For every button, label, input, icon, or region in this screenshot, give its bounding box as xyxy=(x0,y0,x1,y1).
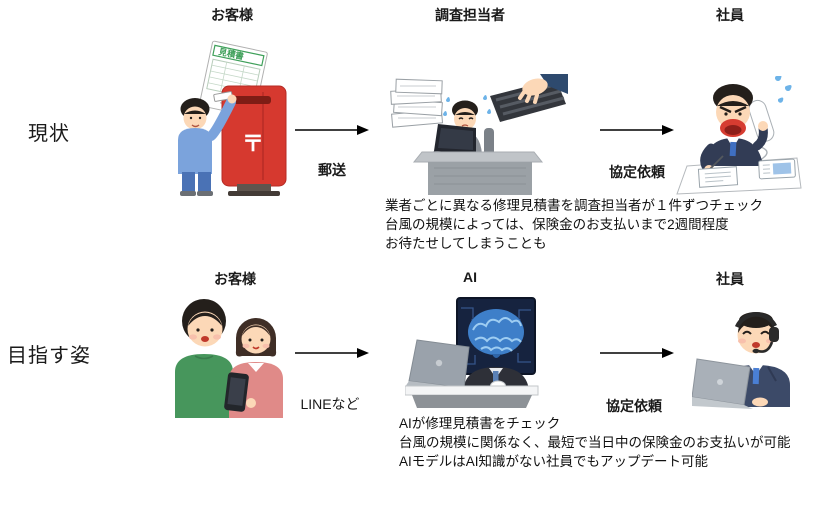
customer-person xyxy=(178,94,237,196)
caption-line: AIモデルはAI知識がない社員でもアップデート可能 xyxy=(399,454,709,469)
flow-arrow-line-app xyxy=(295,348,369,358)
current-state-caption: 業者ごとに異なる修理見積書を調査担当者が１件ずつチェック 台風の規模によっては、… xyxy=(385,196,763,253)
ai-brain-desk-illustration xyxy=(405,297,539,408)
investigator-overworked-illustration xyxy=(390,74,568,195)
document-on-desk-icon xyxy=(697,166,739,188)
angry-employee-phone-illustration xyxy=(676,76,802,195)
target-state-caption: AIが修理見積書をチェック 台風の規模に関係なく、最短で当日中の保険金のお支払い… xyxy=(399,414,791,471)
desk-icon xyxy=(412,151,544,195)
headset-icon xyxy=(734,312,779,354)
postbox-mark: 〒 xyxy=(242,131,264,156)
laptop-icon xyxy=(692,358,768,409)
flow-arrow-mail xyxy=(295,125,369,135)
col-label-ai: AI xyxy=(463,269,477,285)
col-label-employee-target: 社員 xyxy=(716,271,744,287)
arrow-label-line-app: LINEなど xyxy=(300,396,360,412)
col-label-customer-current: お客様 xyxy=(211,7,253,23)
desk-icon xyxy=(405,385,539,408)
angry-employee-person xyxy=(700,84,768,175)
flow-arrow-agreement-target xyxy=(600,348,674,358)
col-label-employee-current: 社員 xyxy=(716,7,744,23)
arrow-label-agreement-target: 協定依頼 xyxy=(606,398,662,414)
sweat-drops xyxy=(775,76,792,103)
caption-line: お待たせしてしまうことも xyxy=(385,236,547,251)
ai-screen-head-icon xyxy=(456,297,536,375)
headset-employee-illustration xyxy=(692,312,790,409)
caption-line: AIが修理見積書をチェック xyxy=(399,416,561,431)
sweat-drops xyxy=(443,95,491,116)
paper-pile-icon xyxy=(390,78,444,128)
arrow-label-mail: 郵送 xyxy=(318,162,346,178)
smartphone-icon xyxy=(224,372,256,412)
postbox-mail-illustration: 見積書 〒 xyxy=(178,40,287,196)
arrow-label-agreement-current: 協定依頼 xyxy=(609,164,665,180)
caption-line: 業者ごとに異なる修理見積書を調査担当者が１件ずつチェック xyxy=(385,198,763,213)
postbox-icon: 〒 xyxy=(221,85,287,196)
col-label-investigator-current: 調査担当者 xyxy=(435,7,505,23)
flow-arrow-agreement-current xyxy=(600,125,674,135)
row-label-current: 現状 xyxy=(28,123,70,145)
phone-base-icon xyxy=(758,158,796,180)
laptop-icon xyxy=(405,339,471,393)
typing-hand-keyboard-icon xyxy=(490,74,568,122)
caption-line: 台風の規模によっては、保険金のお支払いまで2週間程度 xyxy=(385,217,729,232)
couple-smartphone-illustration xyxy=(175,299,283,418)
col-label-customer-target: お客様 xyxy=(214,271,256,287)
caption-line: 台風の規模に関係なく、最短で当日中の保険金のお支払いが可能 xyxy=(399,435,791,450)
row-label-target: 目指す姿 xyxy=(7,345,91,367)
